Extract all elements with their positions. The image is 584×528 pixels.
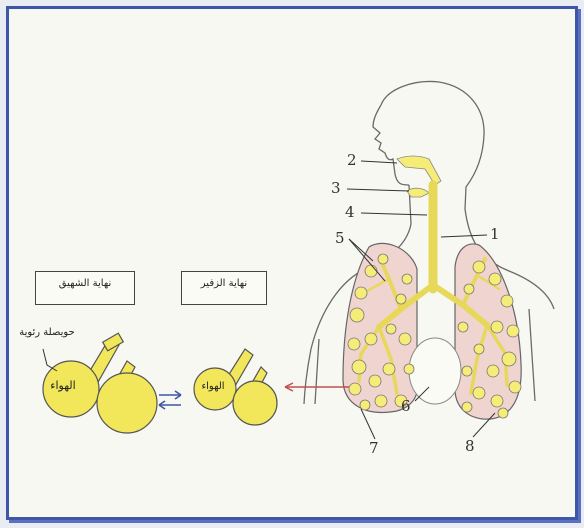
label-1: 1 [490, 225, 500, 243]
exchange-arrows [159, 391, 181, 409]
inhale-end-box: نهاية الشهيق [35, 271, 135, 305]
exhale-end-label: نهاية الزفير [201, 278, 247, 289]
label-5: 5 [335, 229, 345, 247]
label-7: 7 [369, 439, 379, 457]
label-6: 6 [401, 397, 411, 415]
label-3: 3 [331, 179, 341, 197]
zoom-arrow [285, 383, 349, 391]
respiratory-diagram: 2 3 4 1 5 6 7 8 [9, 9, 575, 517]
label-8: 8 [465, 437, 475, 455]
inhale-end-label: نهاية الشهيق [59, 278, 111, 289]
label-2: 2 [347, 151, 357, 169]
exhale-end-box: نهاية الزفير [181, 271, 267, 305]
diagram-frame: 2 3 4 1 5 6 7 8 [6, 6, 578, 520]
heart [409, 338, 461, 404]
air-label-exhale: الهواء [193, 381, 233, 392]
alveolus-label: حويصلة رئوية [13, 327, 81, 338]
air-label-inhale: الهواء [43, 379, 83, 392]
label-4: 4 [345, 203, 355, 221]
